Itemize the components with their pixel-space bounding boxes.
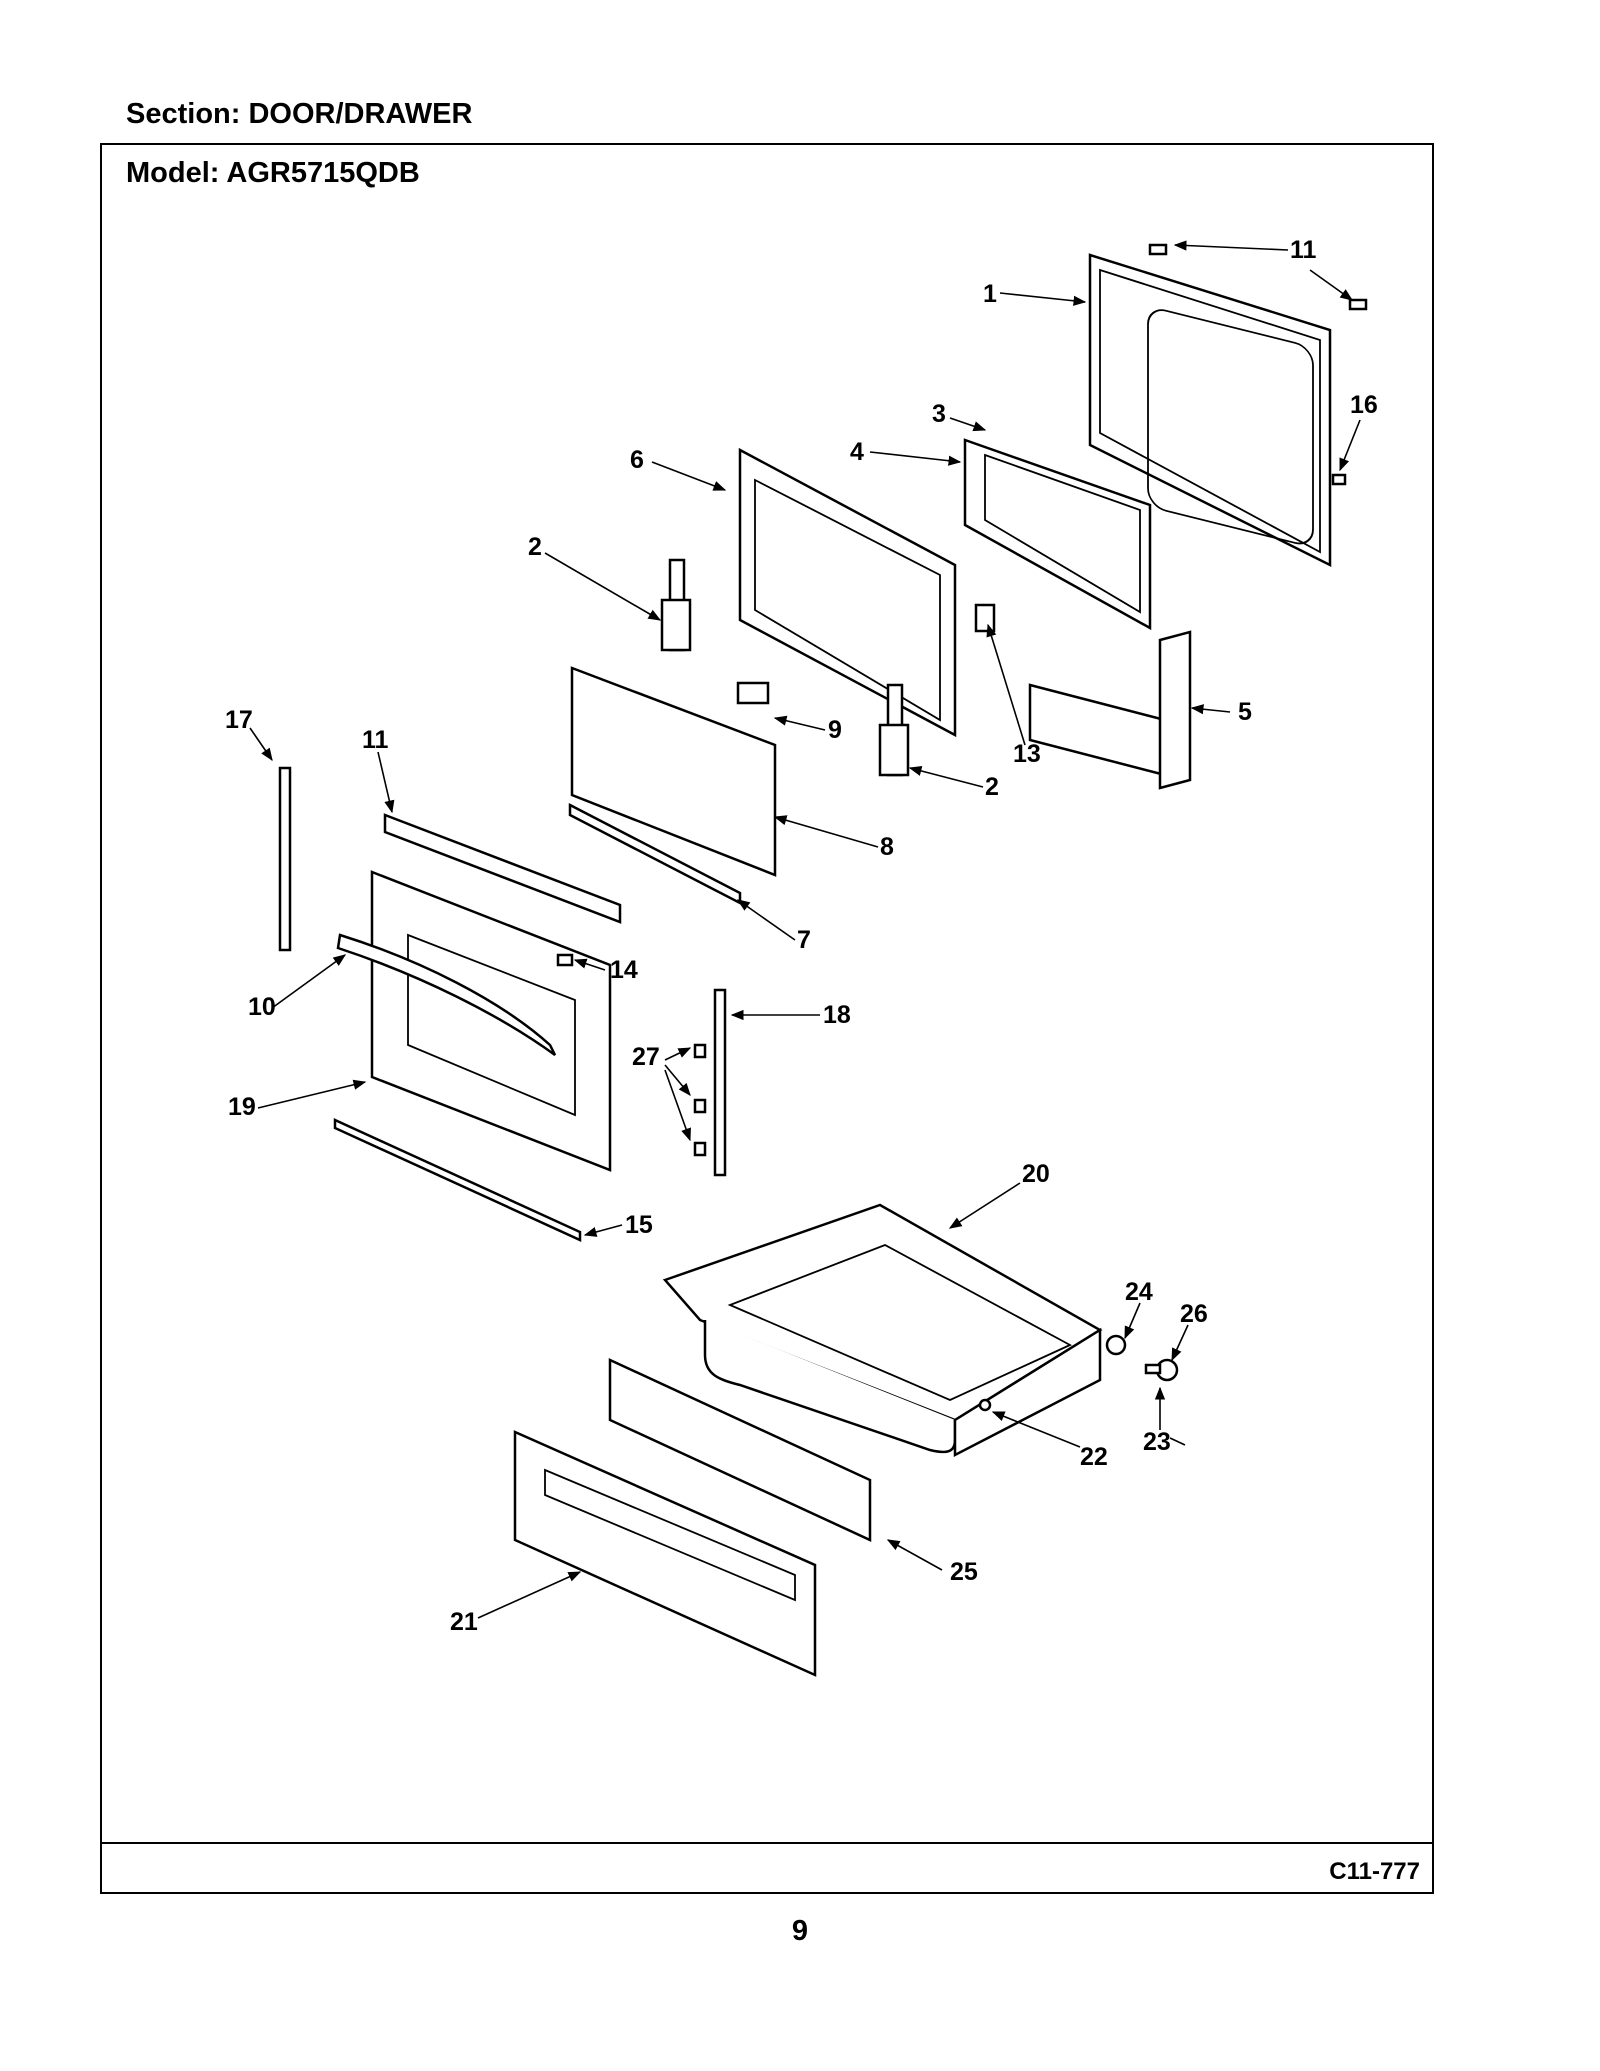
part-axle-23	[1144, 1363, 1162, 1375]
callout-21: 21	[450, 1608, 478, 1636]
callout-4: 4	[850, 438, 864, 466]
diagram-frame: Model: AGR5715QDB C11-777	[100, 143, 1434, 1894]
callout-17: 17	[225, 706, 253, 734]
part-side-trim-18	[713, 988, 727, 1177]
part-top-channel	[383, 813, 622, 924]
part-inner-door-liner	[1088, 253, 1332, 568]
part-screw-16	[1331, 473, 1347, 486]
callout-22: 22	[1080, 1443, 1108, 1471]
part-screw-22	[978, 1398, 992, 1412]
part-hinge-right	[878, 683, 910, 777]
callout-1: 1	[983, 280, 997, 308]
callout-2-upper: 2	[528, 533, 542, 561]
callout-16: 16	[1350, 391, 1378, 419]
callout-15: 15	[625, 1211, 653, 1239]
part-bumper-14	[556, 953, 574, 967]
part-pad-27b	[693, 1098, 707, 1114]
callout-27: 27	[632, 1043, 660, 1071]
callout-5: 5	[1238, 698, 1252, 726]
callout-12: 11	[1290, 236, 1317, 264]
part-drawer-panel	[608, 1358, 872, 1542]
callout-26: 26	[1180, 1300, 1208, 1328]
part-pad-27c	[693, 1141, 707, 1157]
part-nut-24	[1105, 1334, 1127, 1356]
leader-lines	[249, 240, 1361, 1619]
part-door-handle	[336, 933, 557, 1057]
callout-13: 13	[1013, 740, 1041, 768]
model-title: Model: AGR5715QDB	[126, 157, 420, 189]
part-pad-27a	[693, 1043, 707, 1059]
callout-19: 19	[228, 1093, 256, 1121]
part-screw-12b	[1348, 298, 1368, 311]
part-outer-door-panel	[370, 870, 612, 1172]
callout-23: 23	[1143, 1428, 1171, 1456]
part-screw-12a	[1148, 243, 1168, 256]
diagram-code: C11-777	[1329, 1858, 1420, 1885]
part-insulation	[1028, 630, 1192, 790]
part-bracket-9	[736, 681, 770, 705]
callout-6: 6	[630, 446, 644, 474]
part-bracket-13	[974, 603, 996, 633]
callout-14: 14	[610, 956, 638, 984]
part-window-pack	[963, 438, 1152, 631]
callout-labels: 11 1 16 3 4 6 2 5 13 9 2 8 7 17 11 14 10…	[225, 236, 1378, 1636]
part-bottom-trim-15	[333, 1118, 582, 1242]
callout-20: 20	[1022, 1160, 1050, 1188]
callout-18: 18	[823, 1001, 851, 1029]
part-drawer-front	[513, 1430, 817, 1677]
callout-10: 10	[248, 993, 276, 1021]
section-title: Section: DOOR/DRAWER	[126, 98, 473, 130]
part-side-trim-17	[278, 766, 292, 952]
callout-24: 24	[1125, 1278, 1153, 1306]
callout-11: 11	[362, 726, 389, 754]
callout-25: 25	[950, 1558, 978, 1586]
part-door-frame	[738, 447, 957, 738]
callout-2-lower: 2	[985, 773, 999, 801]
part-outer-glass	[570, 666, 777, 877]
footer-divider	[102, 1842, 1432, 1844]
callout-9: 9	[828, 716, 842, 744]
part-drawer	[662, 1203, 1103, 1458]
callout-7: 7	[797, 926, 811, 954]
callout-3: 3	[932, 400, 946, 428]
part-hinge-left	[660, 558, 692, 652]
callout-8: 8	[880, 833, 894, 861]
page-number: 9	[791, 1915, 809, 1947]
